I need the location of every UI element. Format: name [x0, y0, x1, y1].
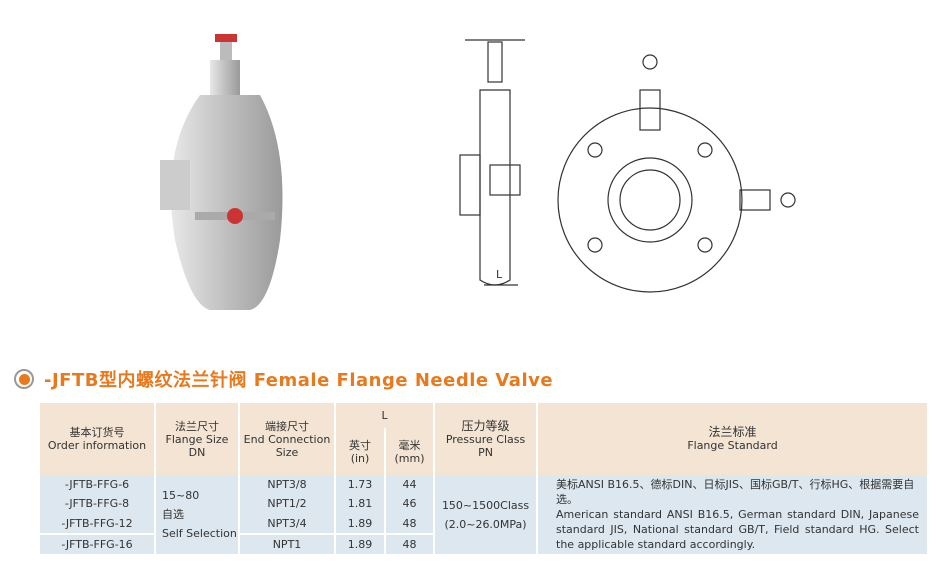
in-cell: 1.81 — [335, 494, 386, 514]
header-L-in: 英寸(in) — [335, 428, 386, 475]
in-cell: 1.89 — [335, 513, 386, 534]
mm-cell: 46 — [385, 494, 436, 514]
table-row: -JFTB-FFG-16 NPT1 1.89 48 — [40, 532, 927, 554]
dimension-L: L — [496, 268, 503, 281]
order-cell: -JFTB-FFG-8 — [40, 494, 156, 514]
standard-cell: 美标ANSI B16.5、德标DIN、日标JIS、国标GB/T、行标HG、根据需… — [537, 475, 927, 554]
end-cell: NPT3/8 — [239, 475, 336, 495]
mm-cell: 48 — [385, 532, 436, 554]
mm-cell: 44 — [385, 475, 436, 495]
header-L: L — [335, 403, 436, 428]
header-L-mm: 毫米(mm) — [385, 428, 436, 475]
order-cell: -JFTB-FFG-12 — [40, 513, 156, 534]
valve-photo — [160, 34, 283, 310]
end-cell: NPT3/4 — [239, 513, 336, 534]
table-row: -JFTB-FFG-8 NPT1/2 1.81 46 — [40, 494, 927, 514]
order-cell: -JFTB-FFG-6 — [40, 475, 156, 495]
in-cell: 1.89 — [335, 532, 386, 554]
order-cell: -JFTB-FFG-16 — [40, 532, 156, 554]
title-text: -JFTB型内螺纹法兰针阀 Female Flange Needle Valve — [44, 370, 554, 391]
section-title: -JFTB型内螺纹法兰针阀 Female Flange Needle Valve — [14, 366, 553, 392]
mm-cell: 48 — [385, 513, 436, 534]
pressure-cell: 150~1500Class(2.0~26.0MPa) — [434, 475, 539, 554]
technical-drawing: L — [459, 39, 796, 293]
in-cell: 1.73 — [335, 475, 386, 495]
end-cell: NPT1 — [239, 532, 336, 554]
end-cell: NPT1/2 — [239, 494, 336, 514]
bullet-icon — [14, 369, 34, 389]
table-row: -JFTB-FFG-12 NPT3/4 1.89 48 — [40, 513, 927, 534]
